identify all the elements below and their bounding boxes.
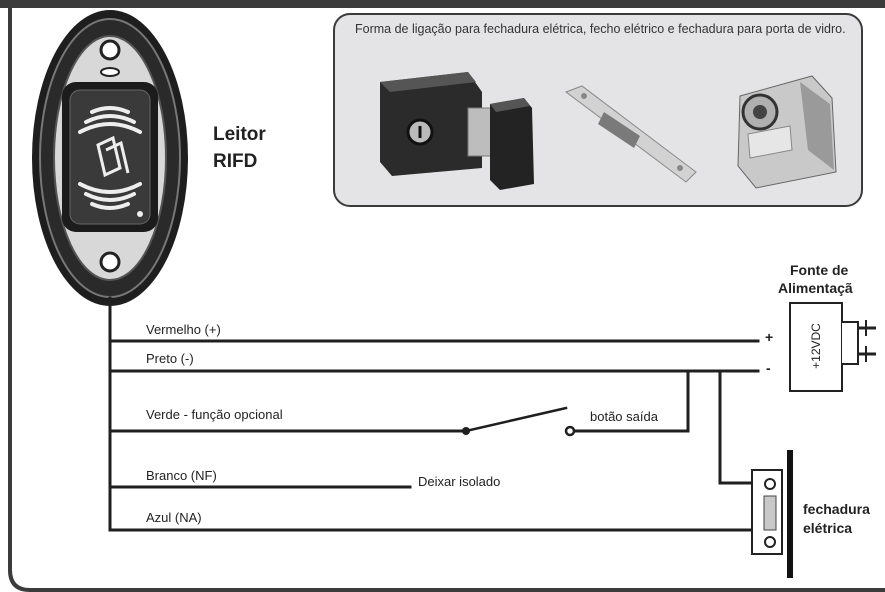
lock-panel-caption: Forma de ligação para fechadura elétrica… — [355, 22, 846, 36]
reader-label-line2: RIFD — [213, 151, 258, 172]
power-plus-terminal: + — [765, 329, 774, 345]
reader-label-line1: Leitor — [213, 124, 266, 145]
switch-lever — [464, 406, 568, 433]
switch-contact-right — [564, 425, 576, 437]
electric-strike-image — [564, 85, 697, 183]
rfid-waves-icon — [78, 106, 142, 210]
exit-button-label: botão saída — [590, 409, 658, 424]
reader-screw-top — [99, 39, 121, 61]
wire-green-label: Verde - função opcional — [146, 407, 283, 422]
power-supply-label-line2: Alimentaçã — [778, 280, 853, 296]
power-supply-voltage: +12VDC — [809, 323, 823, 369]
switch-contact-left — [462, 427, 470, 435]
wire-white-label: Branco (NF) — [146, 468, 217, 483]
top-bar — [0, 0, 885, 8]
power-supply-label-line1: Fonte de — [790, 262, 849, 278]
reader-led — [100, 67, 120, 77]
electric-lock-label-line2: elétrica — [803, 520, 853, 536]
lock-wire-neg — [718, 369, 762, 485]
outer-border — [8, 6, 885, 592]
rim-lock-image — [380, 72, 534, 190]
electric-lock-device — [751, 469, 783, 555]
electric-lock-label-line1: fechadura — [803, 501, 870, 517]
power-supply — [789, 302, 876, 392]
reader-screw-bottom — [99, 251, 121, 273]
isolated-note: Deixar isolado — [418, 474, 501, 489]
wire-red-label: Vermelho (+) — [146, 322, 221, 337]
wiring — [108, 296, 766, 532]
wire-blue-label: Azul (NA) — [146, 510, 202, 525]
power-minus-terminal: - — [766, 360, 771, 376]
door-edge — [787, 450, 793, 578]
glass-door-lock-image — [737, 75, 837, 189]
wire-black-label: Preto (-) — [146, 351, 194, 366]
rfid-reader — [32, 10, 188, 306]
wire-green-right — [568, 369, 690, 433]
rfid-card-icon — [96, 135, 130, 178]
